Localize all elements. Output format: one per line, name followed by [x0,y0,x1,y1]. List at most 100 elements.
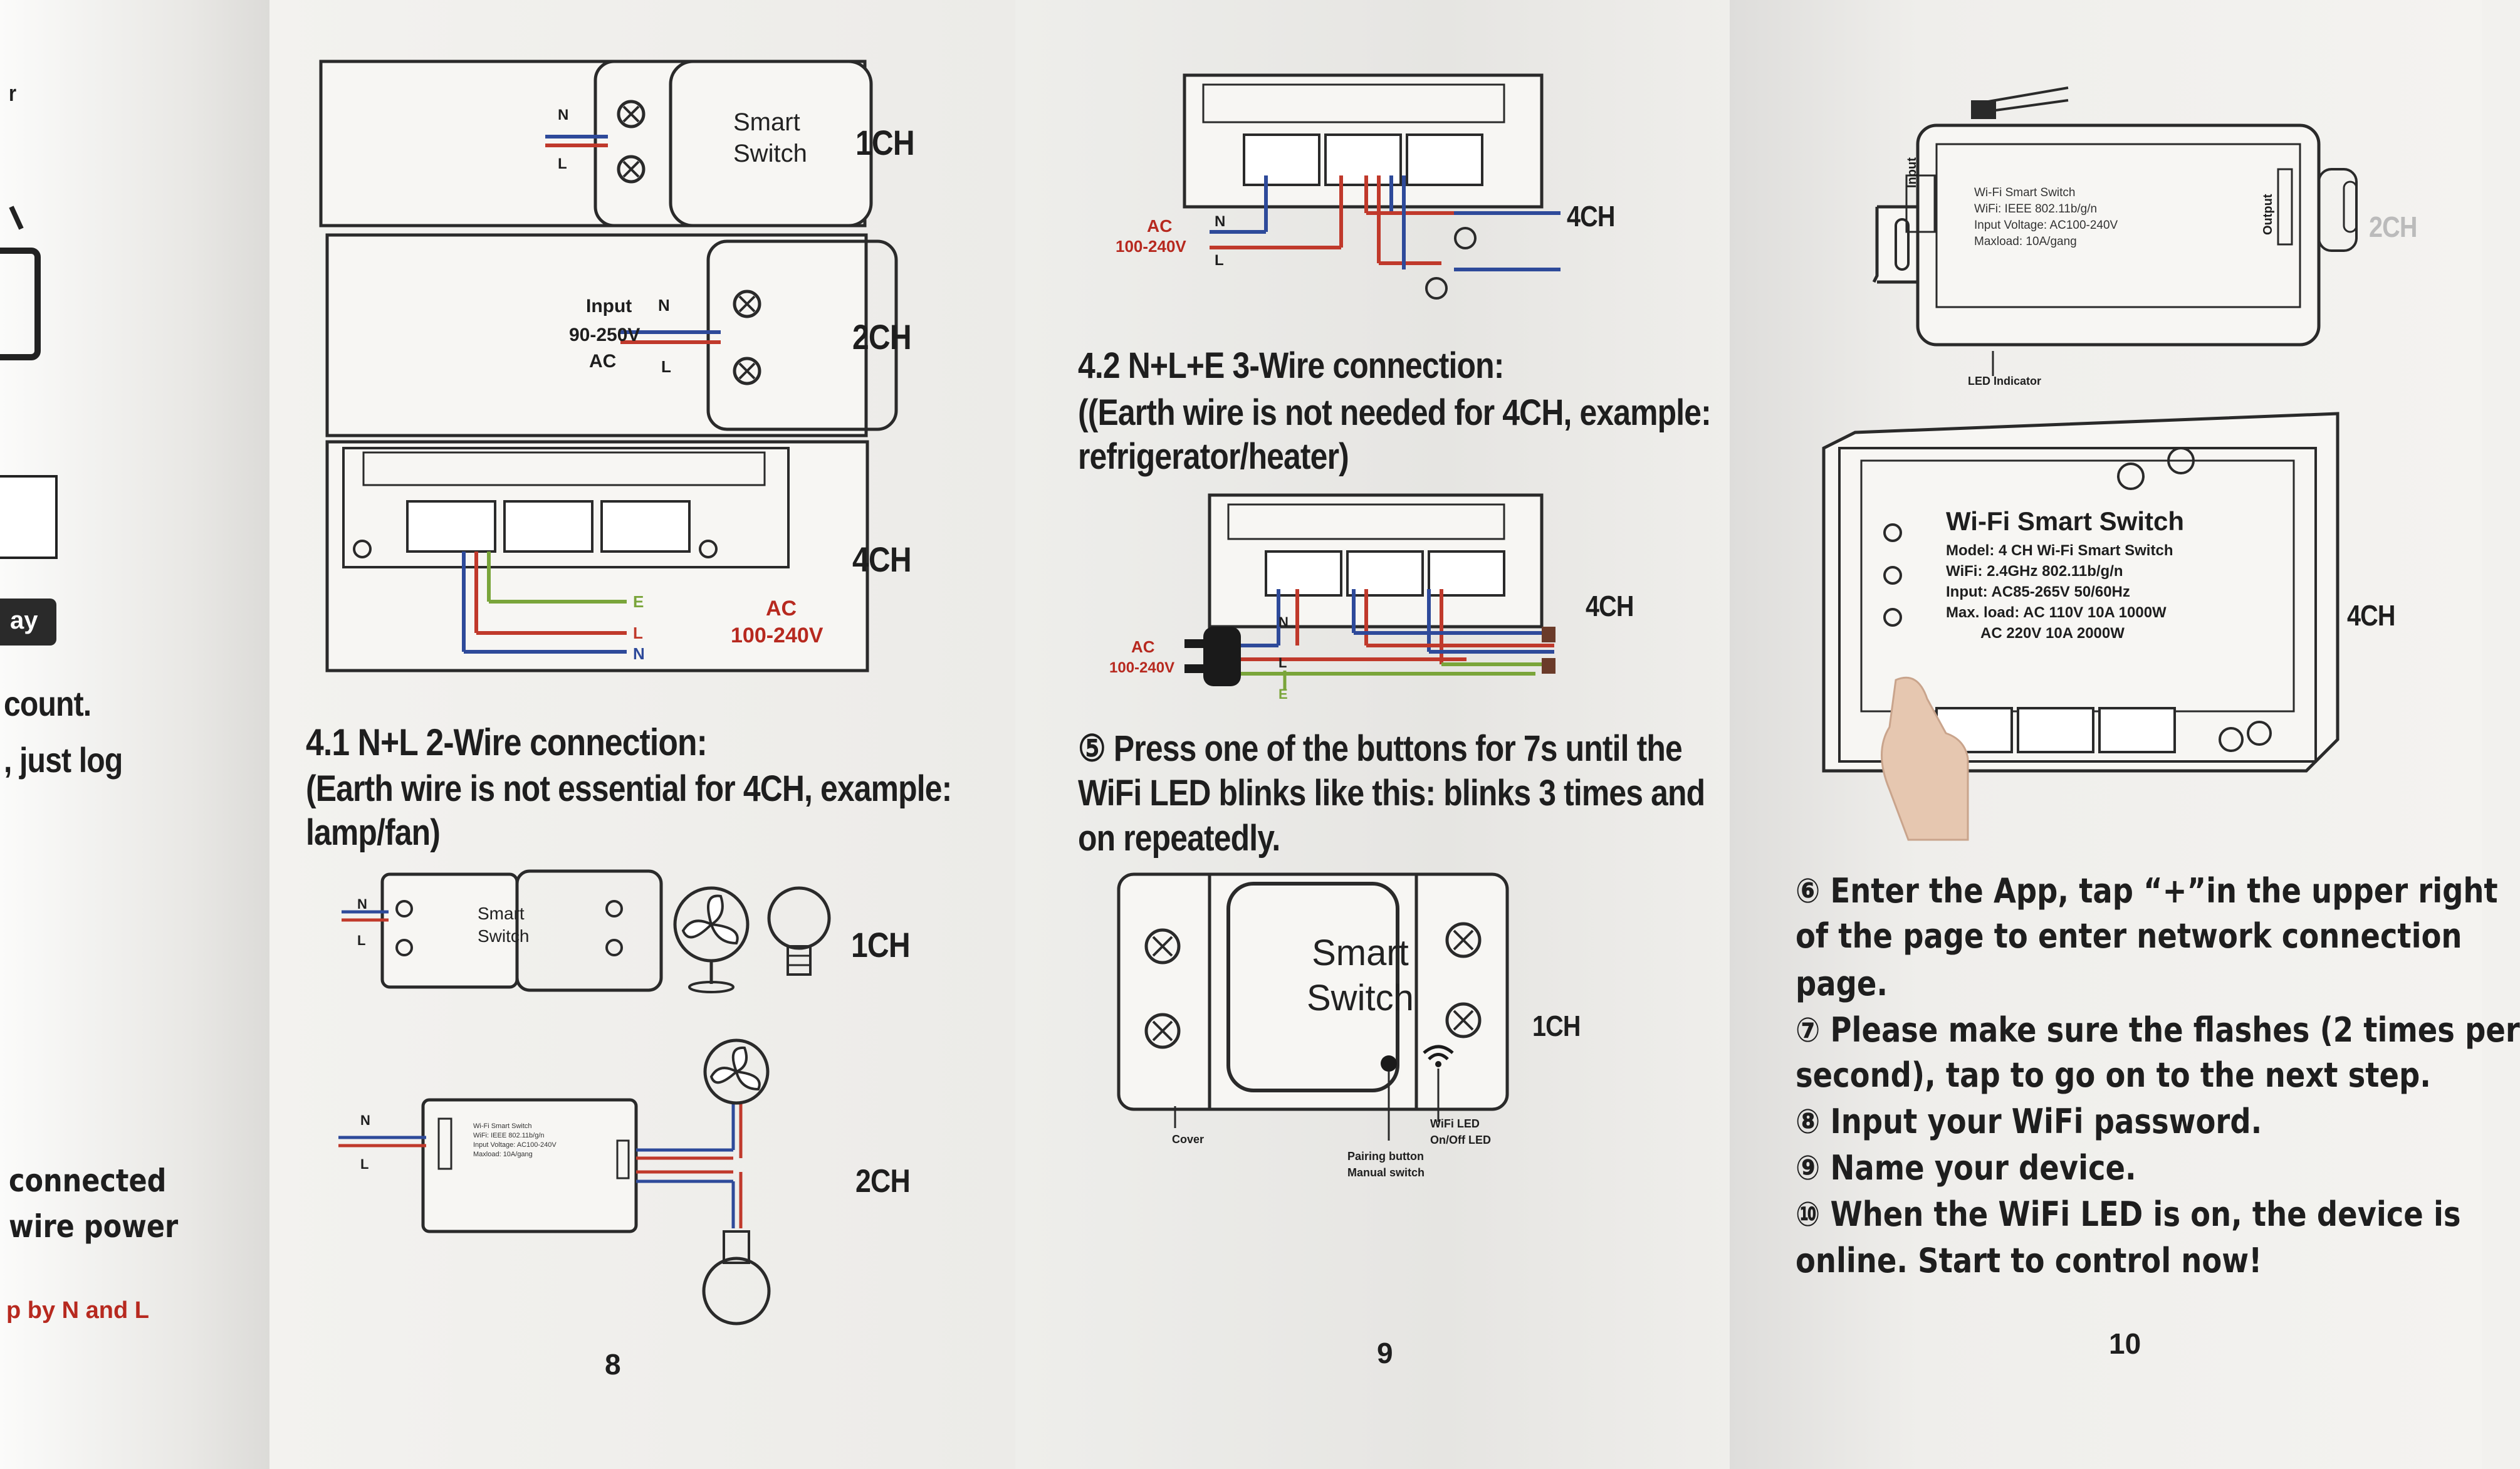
step-text: of the page to enter network connection [1796,916,2462,956]
live-label: L [1215,252,1224,269]
live-label: L [357,933,366,948]
diagram-2ch-lamp-fan [338,1038,771,1325]
neutral-label: N [360,1112,370,1128]
voltage-label: 100-240V [731,624,823,647]
live-label: L [1278,655,1287,671]
diagram-4ch-nl-wiring [1183,73,1561,300]
led-indicator-label: LED Indicator [1968,375,2042,387]
step-5-text: ⑤ Press one of the buttons for 7s until … [1078,728,1683,769]
earth-label: E [1278,686,1288,702]
app-button-fragment: ay [10,607,38,634]
page-9: AC 100-240V N L 4CH 4.2 N+L+E 3-Wire con… [1015,0,1730,1469]
fragment-text: p by N and L [6,1297,149,1324]
neutral-label: N [1215,213,1226,230]
live-label: L [661,357,671,376]
diagram-2ch-device [1872,86,2358,376]
hand-pointer-icon [1881,676,1969,841]
step-text: online. Start to control now! [1796,1241,2262,1280]
ac-label: AC [589,351,617,372]
neutral-label: N [1278,614,1289,630]
channel-label: 2CH [2369,211,2417,243]
step-text: page. [1796,964,1888,1003]
diagram-4ch-device [1822,412,2340,841]
live-label: L [360,1156,369,1172]
section-note: (Earth wire is not essential for 4CH, ex… [306,768,952,809]
step-5-text: on repeatedly. [1078,818,1280,859]
step-text: ⑥ Enter the App, tap “+”in the upper rig… [1796,871,2498,911]
live-label: L [633,624,643,642]
channel-label: 4CH [1567,200,1615,233]
page-number: 10 [2109,1327,2141,1360]
section-note: refrigerator/heater) [1078,436,1349,477]
fragment-text: count. [4,684,91,723]
page-number: 8 [605,1348,621,1381]
power-plug-icon [1184,627,1241,686]
section-heading: 4.1 N+L 2-Wire connection: [306,721,708,763]
earth-label: E [633,592,644,611]
voltage-label: 100-240V [1116,237,1186,256]
neutral-label: N [558,107,569,123]
channel-label: 4CH [852,540,912,579]
input-label: Input [1905,157,1919,188]
fragment-text: connected [9,1163,167,1199]
previous-page-fragment: r ay count. , just log connected wire po… [0,0,269,1469]
input-label: Input [586,296,632,316]
channel-label: 1CH [1532,1010,1581,1042]
diagram-1ch-switch-detail [1117,872,1509,1141]
pairing-button-dot [1381,1055,1397,1072]
light-bulb-icon [767,886,831,976]
section-heading: 4.2 N+L+E 3-Wire connection: [1078,345,1504,386]
fragment-text: wire power [9,1208,179,1245]
channel-label: 1CH [851,925,911,965]
step-text: ⑧ Input your WiFi password. [1796,1102,2262,1141]
step-text: ⑦ Please make sure the flashes (2 times … [1796,1010,2520,1050]
wifi-icon [1423,1045,1454,1067]
device-title: Wi-Fi Smart Switch [1946,506,2184,536]
light-bulb-icon [702,1230,771,1325]
fan-icon [673,886,750,993]
step-text: ⑨ Name your device. [1796,1148,2136,1188]
neutral-label: N [658,296,670,315]
fan-icon [703,1038,770,1105]
page-number: 9 [1377,1337,1393,1369]
channel-label: 1CH [855,123,915,162]
step-text: ⑩ When the WiFi LED is on, the device is [1796,1195,2461,1234]
diagram-1ch-lamp-fan [342,869,831,993]
neutral-label: N [357,896,367,912]
fragment-text: , just log [4,740,123,780]
cover-label: Cover [1172,1133,1205,1146]
diagram-4ch-wiring [325,440,869,672]
voltage-label: 100-240V [1109,659,1175,676]
fragment-text: r [9,80,16,106]
ac-label: AC [766,597,797,620]
live-label: L [558,155,567,172]
neutral-label: N [633,644,645,663]
channel-label: 2CH [855,1163,911,1200]
section-note: ((Earth wire is not needed for 4CH, exam… [1078,392,1712,433]
page8-diagrams [319,60,898,1325]
diagram-2ch-wiring [325,233,898,437]
ac-label: AC [1131,637,1155,656]
section-note: lamp/fan) [306,812,441,853]
ac-label: AC [1147,216,1173,236]
channel-label: 2CH [852,317,912,357]
output-label: Output [2261,194,2275,235]
phone-icon-fragment [0,206,58,646]
diagram-4ch-nle-wiring [1184,493,1555,689]
step-5-text: WiFi LED blinks like this: blinks 3 time… [1078,773,1705,813]
diagram-1ch-wiring [319,60,873,227]
voltage-range-label: 90-250V [569,325,640,345]
page9-diagrams [1117,73,1561,1141]
channel-label: 4CH [2347,599,2395,632]
channel-label: 4CH [1586,590,1634,622]
page10-diagrams [1822,86,2358,841]
